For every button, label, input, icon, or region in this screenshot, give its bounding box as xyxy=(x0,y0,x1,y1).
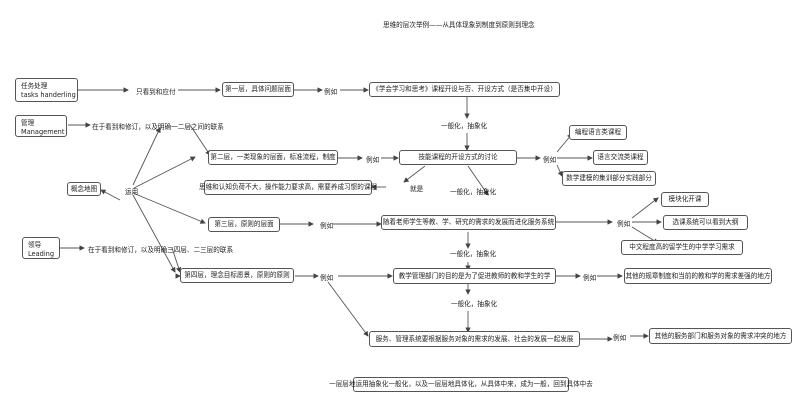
node-management: 管理 Management xyxy=(15,115,67,137)
node-service-development: 服务、管理系统要根据服务对象的需求的发展、社会的发展一起发展 xyxy=(369,331,580,347)
node-leading-line1: 领导 xyxy=(28,241,42,249)
node-leading: 领导 Leading xyxy=(22,237,60,259)
node-course-selection: 选课系统可以看到大纲 xyxy=(663,215,748,230)
node-international-students: 中文程度高的留学生的中学学习需求 xyxy=(621,240,743,255)
node-level-4: 第四层，理念目标愿景，原则的原则 xyxy=(180,268,294,283)
label-abstract-1: 一般化，抽象化 xyxy=(441,122,488,130)
label-abstract-2: 一般化，抽象化 xyxy=(450,188,497,196)
label-see-fix-1-2: 在于看到和修订，以及明确一二层之间的联系 xyxy=(92,123,224,131)
node-task-handling-line1: 任务处理 xyxy=(21,82,48,90)
node-level-2: 第二层，一类现象的层面，标准流程，制度 xyxy=(208,150,338,165)
diagram-title: 思维的层次举例——从具体现象到制度到原则到理念 xyxy=(383,21,535,29)
node-task-handling: 任务处理 tasks handerling xyxy=(15,78,78,102)
label-eg-other: 例如 xyxy=(583,274,597,282)
node-other-services: 其他的服务部门和服务对象的需求冲突的地方 xyxy=(649,328,792,344)
label-is: 就是 xyxy=(410,185,424,193)
node-footer-summary: 一层层地运用抽象化一般化，以及一层层地具体化，从具体中来，成为一般，回到具体中去 xyxy=(329,377,593,392)
node-leading-line2: Leading xyxy=(28,249,55,258)
node-task-handling-line2: tasks handerling xyxy=(21,90,76,99)
node-management-line2: Management xyxy=(21,127,65,136)
label-abstract-3: 一般化，抽象化 xyxy=(450,250,497,258)
node-discussion: 技能课程的开设方式的讨论 xyxy=(399,150,517,165)
node-admin-purpose: 教学管理部门的目的是为了促进教师的教和学生的学 xyxy=(393,268,556,284)
node-level-3: 第三层，原则的层面 xyxy=(208,217,280,232)
label-eg-modular: 例如 xyxy=(617,220,631,228)
label-abstract-4: 一般化，抽象化 xyxy=(451,300,498,308)
node-language: 语言交流类课程 xyxy=(593,150,648,165)
label-see-fix-3-4: 在于看到和修订，以及明确三四层、二三层的联系 xyxy=(88,246,234,254)
node-management-line1: 管理 xyxy=(21,119,35,127)
label-eg-5: 例如 xyxy=(613,334,627,342)
label-cases: 例如 xyxy=(543,156,557,164)
label-eg-4: 例如 xyxy=(320,274,334,282)
node-math-modeling: 数学建模的集训部分实践部分 xyxy=(562,171,656,186)
label-eg-2: 例如 xyxy=(366,156,380,164)
node-modular: 模块化开课 xyxy=(661,192,709,207)
node-programming: 编程语言类课程 xyxy=(569,125,627,140)
node-level-1: 第一层，具体问题层面 xyxy=(222,82,294,97)
label-only-see: 只看到和应付 xyxy=(136,88,176,96)
node-service-evolution: 随着老师学生等教、学、研究的需求的发展而进化服务系统 xyxy=(381,215,556,230)
node-concept-map: 概念地图 xyxy=(67,182,101,196)
node-cognitive-load: 思维和认知负荷不大，操作能力要求高，需要养成习惯的课程 xyxy=(199,180,377,195)
node-course: 《学会学习和思考》课程开设与否、开设方式（是否集中开设） xyxy=(369,82,560,97)
label-eg-1: 例如 xyxy=(324,88,338,96)
node-other-regulations: 其他的规章制度和当前的教和学的需求差强的地方 xyxy=(624,268,772,284)
label-eg-3: 例如 xyxy=(320,222,334,230)
label-use: 运用 xyxy=(125,188,139,196)
